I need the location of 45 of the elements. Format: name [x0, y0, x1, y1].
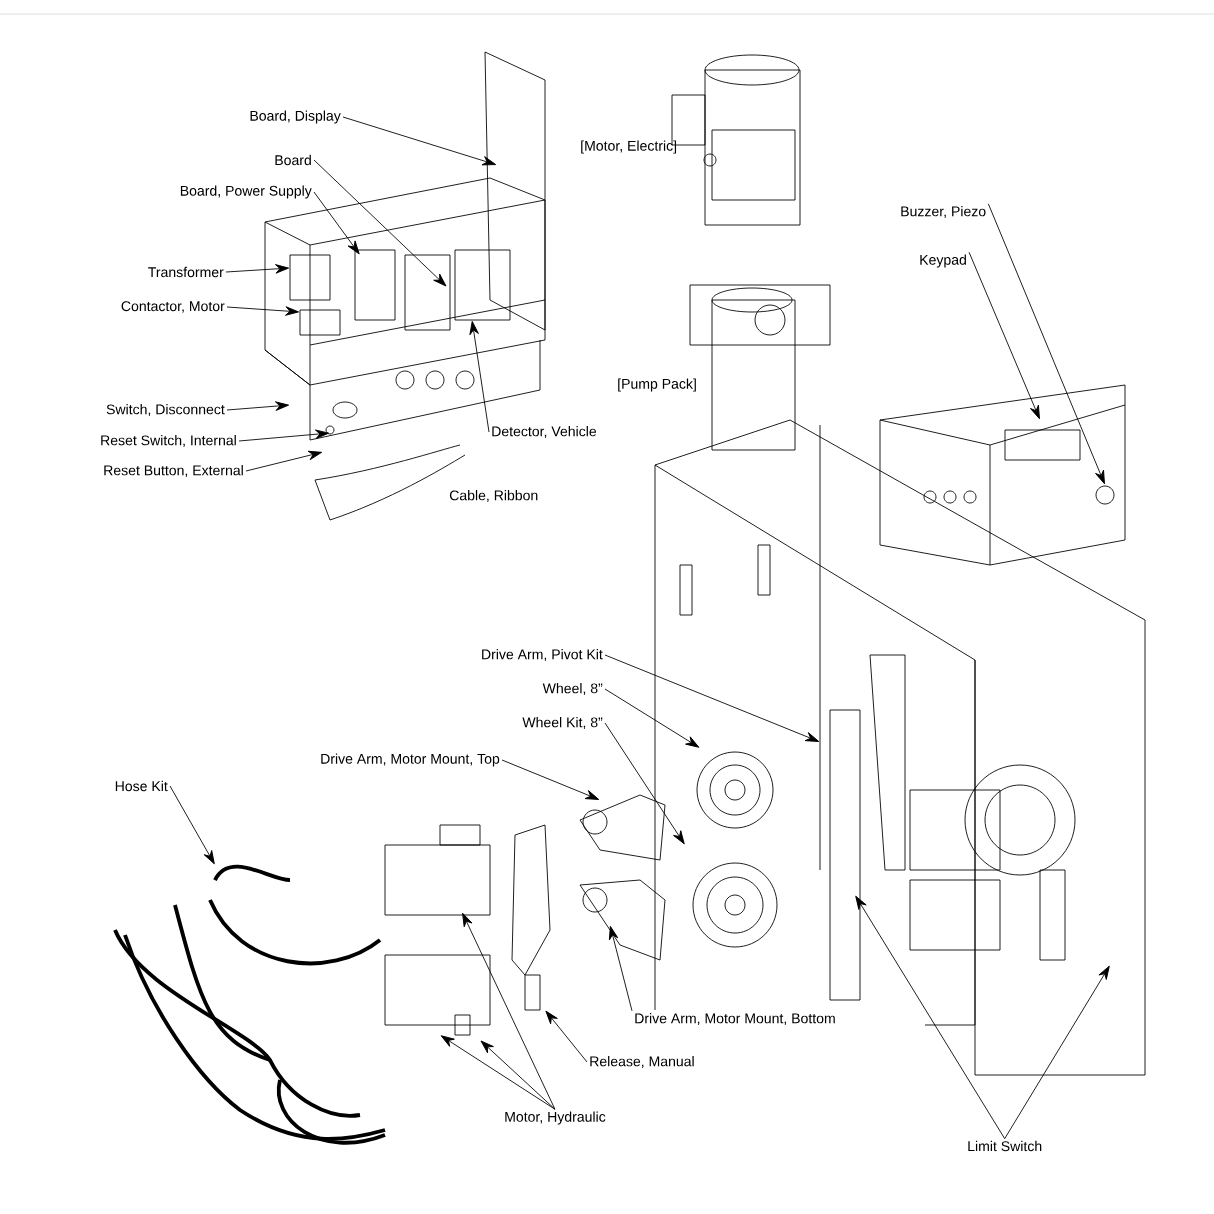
- leader-line: [342, 116, 497, 166]
- leader-line: [313, 191, 360, 255]
- leader-line: [604, 654, 820, 742]
- part-label: Keypad: [920, 254, 966, 268]
- part-label: [Motor, Electric]: [581, 140, 677, 154]
- leader-line: [225, 264, 290, 274]
- leader-line: [469, 320, 490, 433]
- part-label: Reset Switch, Internal: [101, 435, 236, 447]
- part-label: Limit Switch: [968, 1140, 1042, 1152]
- part-label: Release, Manual: [590, 1056, 694, 1068]
- part-label: Wheel, 8”: [542, 683, 603, 695]
- leader-line: [545, 1010, 588, 1063]
- part-label: Switch, Disconnect: [106, 404, 225, 416]
- leader-line: [238, 429, 330, 442]
- part-label: Wheel Kit, 8”: [522, 717, 603, 729]
- leader-line: [855, 895, 1006, 1140]
- part-label: Drive Arm, Motor Mount, Top: [321, 753, 500, 767]
- part-label: Detector, Vehicle: [492, 426, 597, 438]
- leader-line: [987, 203, 1105, 485]
- part-label: Hose Kit: [115, 780, 168, 792]
- leader-line: [604, 688, 700, 748]
- leader-line: [501, 759, 600, 800]
- leader-line: [608, 925, 633, 1012]
- part-label: Reset Button, External: [104, 465, 243, 477]
- part-label: Board, Display: [250, 110, 341, 124]
- part-label: Drive Arm, Motor Mount, Bottom: [635, 1013, 835, 1025]
- leader-line: [226, 401, 290, 411]
- leader-line: [1004, 965, 1110, 1140]
- part-label: Cable, Ribbon: [449, 490, 538, 502]
- leader-line: [245, 450, 323, 472]
- part-label: Board: [275, 154, 311, 166]
- leader-line: [480, 1040, 556, 1110]
- part-label: Drive Arm, Pivot Kit: [482, 649, 603, 661]
- leader-line: [604, 722, 685, 845]
- leader-line: [169, 785, 215, 865]
- leader-line: [226, 306, 300, 316]
- part-label: Contactor, Motor: [121, 301, 225, 313]
- part-label: Buzzer, Piezo: [901, 206, 986, 218]
- leader-line: [313, 159, 447, 287]
- part-label: Motor, Hydraulic: [505, 1111, 606, 1125]
- part-label: Transformer: [148, 266, 224, 278]
- leader-line: [462, 912, 556, 1110]
- part-label: Board, Power Supply: [180, 185, 312, 199]
- leader-line: [968, 251, 1040, 420]
- part-label: [Pump Pack]: [618, 378, 696, 392]
